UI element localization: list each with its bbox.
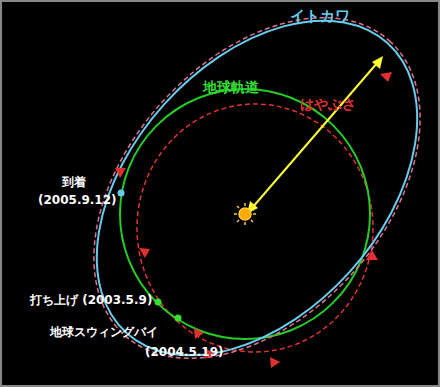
orbit-label: はやぶさ <box>300 96 356 112</box>
orbit-label: イトカワ <box>290 8 350 25</box>
orbit-label: 到着 <box>62 176 86 190</box>
orbit-label: 打ち上げ (2003.5.9) <box>30 294 152 308</box>
orbit-label: 地球スウィングバイ <box>50 326 158 340</box>
orbit-label: 地球軌道 <box>203 79 259 95</box>
orbit-label: (2004.5.19) <box>145 346 224 360</box>
orbit-label: (2005.9.12) <box>38 194 117 208</box>
